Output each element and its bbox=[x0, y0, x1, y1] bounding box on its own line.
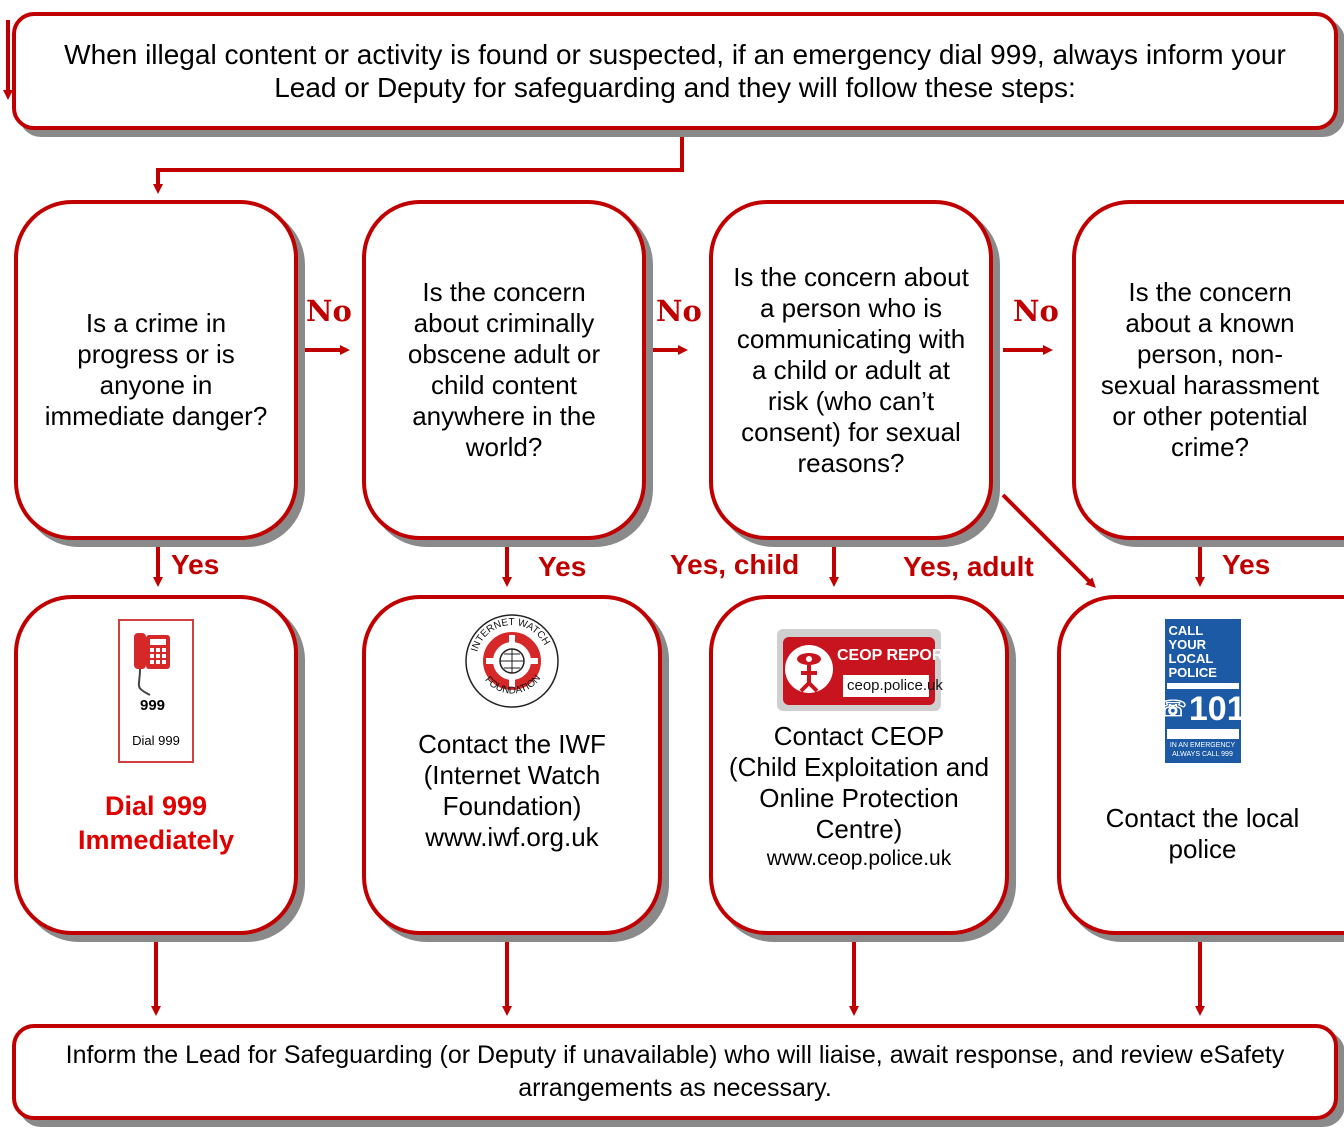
no-label: No bbox=[306, 294, 352, 328]
police-logo-footer-1: IN AN EMERGENCY bbox=[1169, 742, 1236, 749]
action-ceop: CEOP REPORT ceop.police.uk Contact CEOP … bbox=[709, 595, 1009, 935]
ceop-line-2: (Child Exploitation and Online Protectio… bbox=[728, 752, 990, 844]
ceop-line-1: Contact CEOP bbox=[773, 721, 945, 751]
iwf-line-1: Contact the IWF bbox=[418, 729, 606, 759]
icon-number: 999 bbox=[140, 697, 166, 714]
question-crime-in-progress: Is a crime in progress or is anyone in i… bbox=[14, 200, 298, 540]
no-label: No bbox=[1013, 294, 1059, 328]
intro-box: When illegal content or activity is foun… bbox=[12, 12, 1338, 130]
police-logo-line-3: POLICE bbox=[1168, 665, 1217, 680]
question-sexual-communication: Is the concern about a person who is com… bbox=[709, 200, 993, 540]
ceop-logo-title: CEOP REPORT bbox=[837, 647, 954, 664]
question-text: Is the concern about a person who is com… bbox=[733, 261, 969, 478]
header-to-q1-arrow bbox=[153, 134, 684, 194]
dial-999-icon: 999 Dial 999 bbox=[118, 619, 194, 763]
police-logo-line-2: LOCAL bbox=[1168, 651, 1214, 666]
action-local-police: CALL YOUR LOCAL POLICE ☏ 101 IN AN EMERG… bbox=[1057, 595, 1344, 935]
yes-label: Yes bbox=[171, 549, 220, 580]
action-dial-999: 999 Dial 999 Dial 999 Immediately bbox=[14, 595, 298, 935]
yes-label: Yes bbox=[538, 551, 587, 582]
police-text: Contact the local police bbox=[1105, 803, 1300, 864]
dial-999-text: Dial 999 Immediately bbox=[77, 791, 235, 855]
police-logo-footer-2: ALWAYS CALL 999 bbox=[1172, 751, 1233, 758]
ceop-url: www.ceop.police.uk bbox=[766, 847, 952, 870]
question-text: Is the concern about a known person, non… bbox=[1100, 277, 1320, 462]
question-text: Is a crime in progress or is anyone in i… bbox=[44, 308, 268, 431]
question-text: Is the concern about criminally obscene … bbox=[407, 277, 601, 462]
ceop-logo: CEOP REPORT ceop.police.uk bbox=[777, 629, 953, 711]
iwf-url: www.iwf.org.uk bbox=[425, 822, 599, 852]
iwf-logo: INTERNET WATCH FOUNDATION bbox=[464, 613, 560, 709]
lifebuoy-icon: INTERNET WATCH FOUNDATION bbox=[465, 614, 559, 708]
phone-icon bbox=[134, 633, 170, 696]
footer-text: Inform the Lead for Safeguarding (or Dep… bbox=[65, 1041, 1285, 1102]
iwf-line-2: (Internet Watch Foundation) bbox=[423, 760, 601, 821]
yes-adult-arrow bbox=[1001, 493, 1096, 588]
intro-text: When illegal content or activity is foun… bbox=[64, 39, 1286, 103]
yes-child-label: Yes, child bbox=[670, 549, 800, 580]
icon-caption: Dial 999 bbox=[132, 733, 180, 748]
ceop-logo-url: ceop.police.uk bbox=[847, 677, 943, 694]
police-logo-line-1: CALL YOUR bbox=[1168, 623, 1207, 652]
footer-box: Inform the Lead for Safeguarding (or Dep… bbox=[12, 1024, 1338, 1120]
action-iwf: INTERNET WATCH FOUNDATION Contact the IW… bbox=[362, 595, 662, 935]
handset-icon: ☏ bbox=[1159, 696, 1187, 721]
question-known-person: Is the concern about a known person, non… bbox=[1072, 200, 1344, 540]
police-101-icon: CALL YOUR LOCAL POLICE ☏ 101 IN AN EMERG… bbox=[1159, 619, 1246, 763]
question-obscene-content: Is the concern about criminally obscene … bbox=[362, 200, 646, 540]
yes-label: Yes bbox=[1222, 549, 1271, 580]
yes-adult-label: Yes, adult bbox=[903, 551, 1034, 582]
ceop-report-icon bbox=[777, 629, 941, 711]
police-logo-number: 101 bbox=[1188, 689, 1246, 728]
no-label: No bbox=[656, 294, 702, 328]
